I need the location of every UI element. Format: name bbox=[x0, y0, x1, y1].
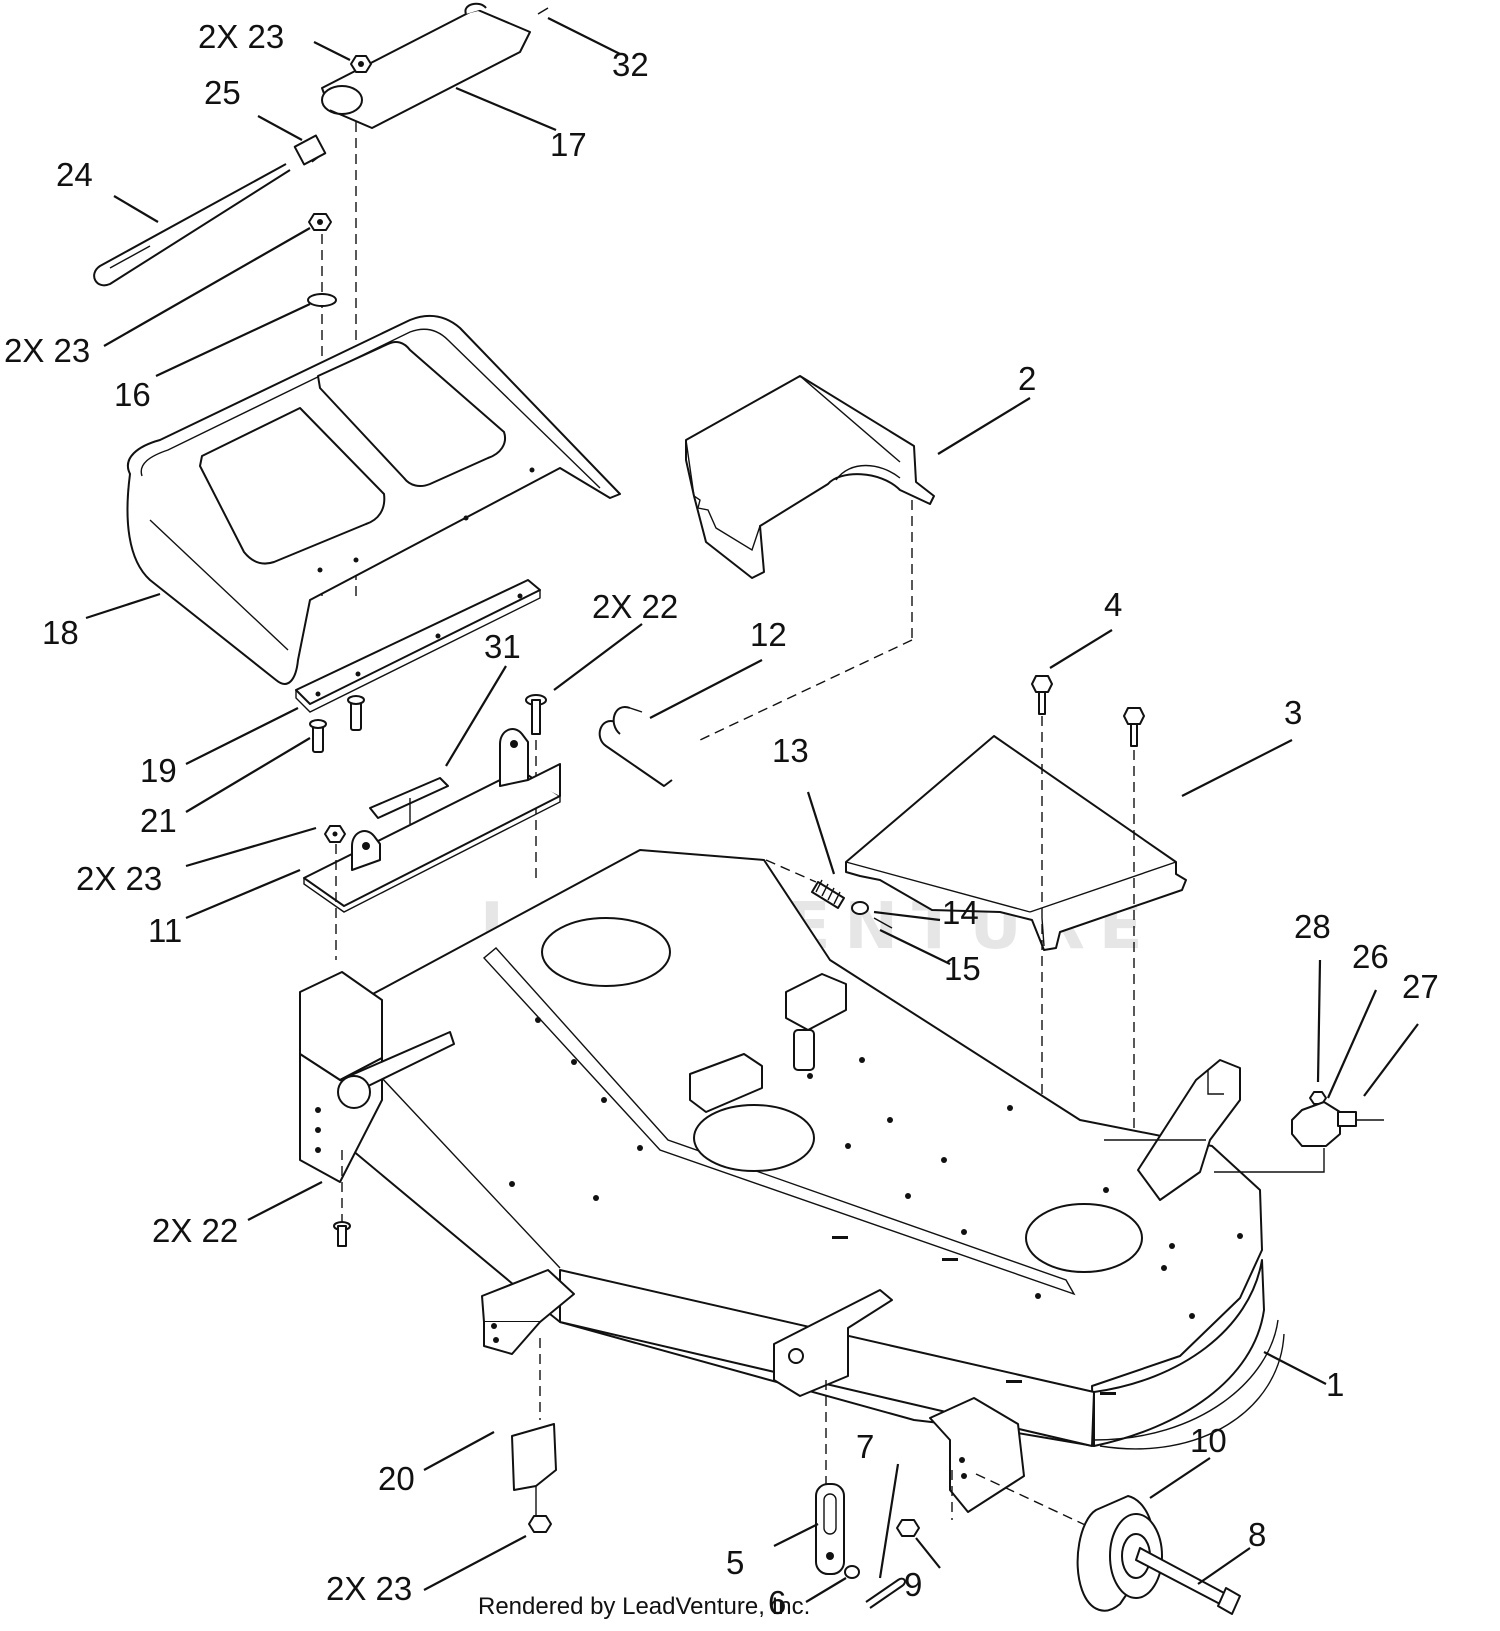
render-credit: Rendered by LeadVenture, Inc. bbox=[478, 1593, 810, 1620]
part-25-spring bbox=[293, 134, 327, 166]
part-7-cotter-pin bbox=[865, 1577, 906, 1609]
part-5-link bbox=[815, 1483, 845, 1575]
callout-28: 28 bbox=[1294, 908, 1331, 945]
callout-17: 17 bbox=[550, 126, 587, 163]
callout-3: 3 bbox=[1284, 694, 1302, 731]
part-11-bracket-plate bbox=[303, 728, 561, 913]
callout-31: 31 bbox=[484, 628, 521, 665]
part-15-pin bbox=[873, 917, 893, 929]
callout-15: 15 bbox=[944, 950, 981, 987]
callout-20: 20 bbox=[378, 1460, 415, 1497]
part-4-bolts bbox=[1031, 675, 1145, 747]
callout-21: 21 bbox=[140, 802, 177, 839]
part-6-washer bbox=[844, 1565, 860, 1579]
callout-2x23-bottom: 2X 23 bbox=[326, 1570, 412, 1607]
deck-right-mount bbox=[1137, 1059, 1241, 1201]
part-21-bolts bbox=[309, 695, 365, 753]
part-23-nut-d bbox=[528, 1515, 552, 1533]
part-18-shield bbox=[126, 314, 621, 685]
part-22-bolt-upper bbox=[525, 694, 547, 735]
callout-10: 10 bbox=[1190, 1422, 1227, 1459]
callout-4: 4 bbox=[1104, 586, 1122, 623]
part-23-nut-b bbox=[308, 213, 332, 231]
part-24-rod bbox=[93, 163, 291, 287]
part-10-wheel bbox=[1076, 1495, 1163, 1612]
callout-16: 16 bbox=[114, 376, 151, 413]
callout-32: 32 bbox=[612, 46, 649, 83]
callout-9: 9 bbox=[904, 1566, 922, 1603]
callout-1: 1 bbox=[1326, 1366, 1344, 1403]
callout-2x23-mid: 2X 23 bbox=[76, 860, 162, 897]
callout-24: 24 bbox=[56, 156, 93, 193]
callout-12: 12 bbox=[750, 616, 787, 653]
part-9-nut bbox=[896, 1519, 920, 1537]
part-12-hairpin bbox=[598, 706, 673, 787]
deck-left-mount bbox=[299, 971, 455, 1183]
part-14-washer bbox=[851, 901, 869, 915]
part-19-plate bbox=[295, 579, 541, 713]
callout-18: 18 bbox=[42, 614, 79, 651]
callout-2x22-bottom: 2X 22 bbox=[152, 1212, 238, 1249]
deck-front-bracket-left bbox=[481, 1269, 575, 1355]
callout-2x22-top: 2X 22 bbox=[592, 588, 678, 625]
callout-14: 14 bbox=[942, 894, 979, 931]
callout-19: 19 bbox=[140, 752, 177, 789]
part-2-belt-cover bbox=[685, 375, 935, 579]
deck-front-bracket-mid bbox=[773, 1289, 893, 1397]
callout-27: 27 bbox=[1402, 968, 1439, 1005]
deck-front-bracket-right bbox=[929, 1397, 1025, 1513]
callout-2: 2 bbox=[1018, 360, 1036, 397]
callout-25: 25 bbox=[204, 74, 241, 111]
callout-2x23-top: 2X 23 bbox=[198, 18, 284, 55]
callout-2x23-washer: 2X 23 bbox=[4, 332, 90, 369]
callout-26: 26 bbox=[1352, 938, 1389, 975]
callout-5: 5 bbox=[726, 1544, 744, 1581]
callout-13: 13 bbox=[772, 732, 809, 769]
part-22-bolt-lower bbox=[333, 1221, 351, 1247]
part-13-spring bbox=[811, 879, 845, 909]
callout-8: 8 bbox=[1248, 1516, 1266, 1553]
part-20-bracket bbox=[511, 1423, 557, 1530]
callout-7: 7 bbox=[856, 1428, 874, 1465]
part-26-elbow bbox=[1291, 1101, 1357, 1147]
callout-11: 11 bbox=[148, 912, 182, 949]
part-3-pulley-cover bbox=[845, 735, 1187, 951]
part-23-nut-top bbox=[350, 55, 372, 73]
part-23-nut-c bbox=[324, 825, 346, 843]
part-16-washer bbox=[307, 293, 337, 307]
part-31-pad bbox=[369, 777, 449, 819]
part-17-lift-bar bbox=[321, 2, 549, 129]
callout-6: 6 bbox=[768, 1584, 786, 1621]
part-8-axle-bolt bbox=[1135, 1547, 1241, 1615]
